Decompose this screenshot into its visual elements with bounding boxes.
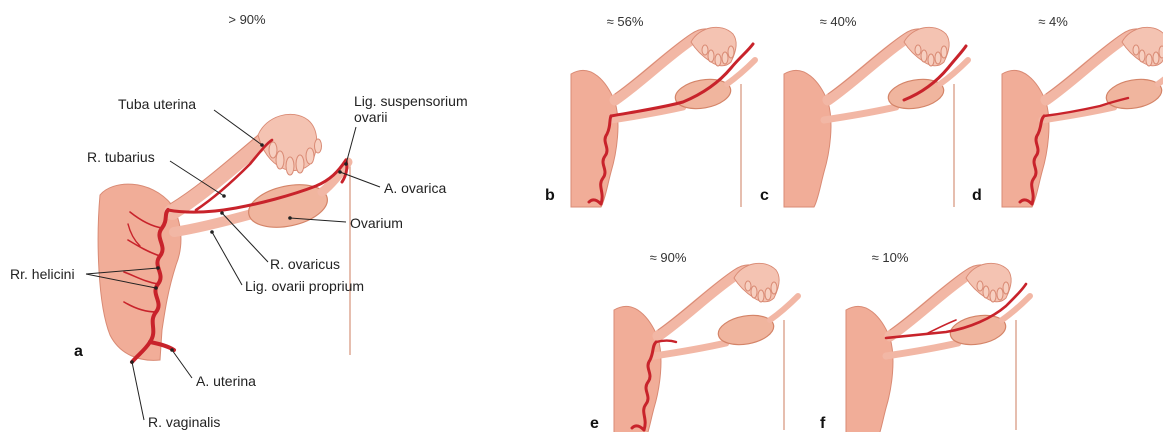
- label-r-ovaricus: R. ovaricus: [270, 256, 340, 272]
- panel-b-percentage: ≈ 56%: [607, 14, 644, 29]
- label-r-tubarius: R. tubarius: [87, 149, 155, 165]
- label-rr-helicini: Rr. helicini: [10, 266, 75, 282]
- label-lig-suspensorium-1: Lig. suspensorium: [354, 93, 468, 109]
- label-r-vaginalis: R. vaginalis: [148, 414, 220, 430]
- lig-ovarii-proprium-shape: [174, 214, 252, 232]
- panel-e: ≈ 90% e: [590, 250, 798, 432]
- panel-letter-b: b: [545, 187, 555, 204]
- panel-f: ≈ 10% f: [820, 250, 1030, 432]
- panel-b: ≈ 56% b: [545, 14, 755, 207]
- panel-letter-d: d: [972, 187, 982, 204]
- panel-letter-e: e: [590, 415, 599, 432]
- panel-d-percentage: ≈ 4%: [1038, 14, 1068, 29]
- label-a-ovarica: A. ovarica: [384, 180, 446, 196]
- panel-a-percentage: > 90%: [228, 12, 266, 27]
- panel-c-percentage: ≈ 40%: [820, 14, 857, 29]
- label-tuba-uterina: Tuba uterina: [118, 96, 196, 112]
- panel-letter-a: a: [74, 343, 83, 360]
- panel-a: > 90%: [10, 12, 468, 430]
- panel-e-percentage: ≈ 90%: [650, 250, 687, 265]
- label-lig-ovarii-proprium: Lig. ovarii proprium: [245, 278, 364, 294]
- panel-letter-f: f: [820, 415, 826, 432]
- label-a-uterina: A. uterina: [196, 373, 256, 389]
- panel-d: ≈ 4% d: [972, 14, 1163, 207]
- label-lig-suspensorium-2: ovarii: [354, 109, 387, 125]
- panel-c: ≈ 40% c: [760, 14, 968, 207]
- panel-f-percentage: ≈ 10%: [872, 250, 909, 265]
- label-ovarium: Ovarium: [350, 215, 403, 231]
- panel-letter-c: c: [760, 187, 769, 204]
